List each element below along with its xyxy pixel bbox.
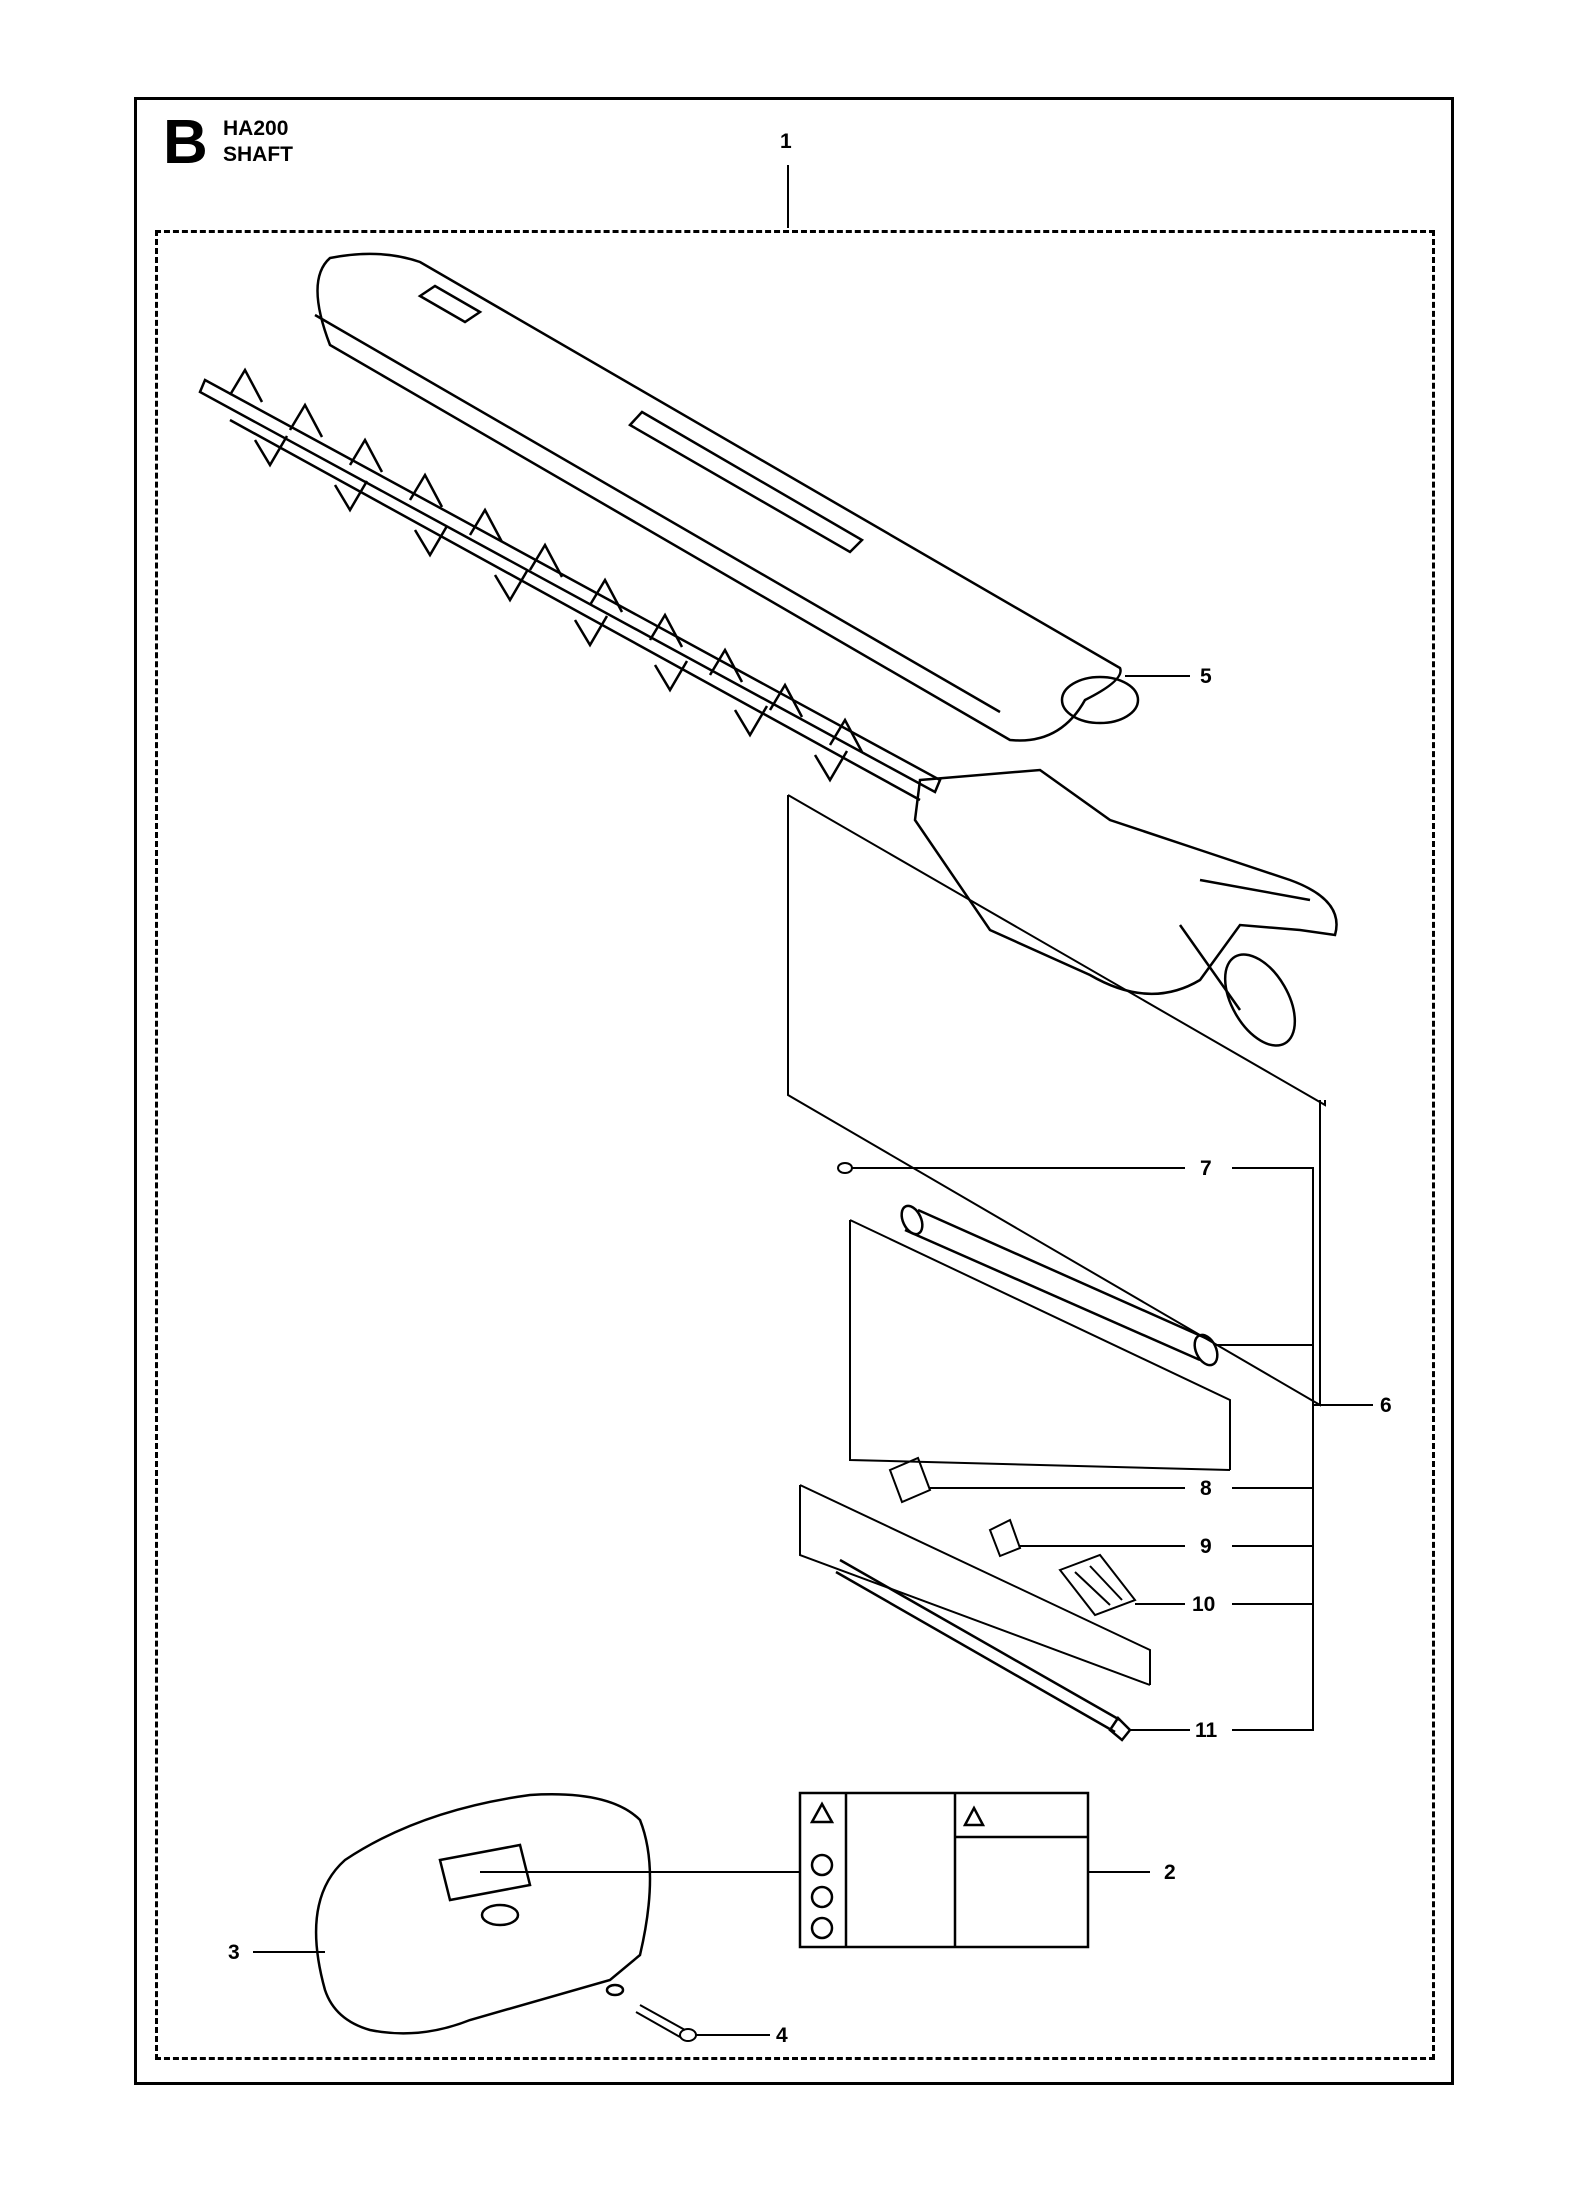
blade-cover-icon (314, 252, 1140, 742)
spacer-icon (988, 1518, 1022, 1558)
callout-3: 3 (228, 1941, 240, 1964)
group-outline-drive-shaft (799, 1484, 1151, 1686)
group-outline-tube (849, 1219, 1231, 1471)
hedge-trimmer-blade-icon (198, 367, 942, 802)
diagram-header: HA200 SHAFT (223, 116, 293, 169)
drive-shaft-icon (835, 1558, 1132, 1742)
coupling-icon (1058, 1553, 1137, 1617)
callout-2: 2 (1164, 1861, 1176, 1884)
gearbox-icon (913, 768, 1338, 1047)
callout-11: 11 (1195, 1719, 1218, 1742)
callout-6: 6 (1380, 1394, 1392, 1417)
model-name: HA200 (223, 117, 289, 140)
outer-frame (134, 97, 1454, 2085)
callout-7: 7 (1200, 1157, 1212, 1180)
callout-1: 1 (780, 130, 792, 153)
section-letter: B (163, 108, 208, 177)
group-name: SHAFT (223, 143, 293, 167)
warning-decal-icon (798, 1791, 1090, 1949)
callout-4: 4 (776, 2024, 788, 2047)
washer-icon (837, 1162, 853, 1174)
assembly-boundary (155, 230, 1435, 2060)
shaft-tube-icon (900, 1204, 1219, 1367)
shield-icon (314, 1793, 652, 2035)
callout-9: 9 (1200, 1535, 1212, 1558)
callout-5: 5 (1200, 665, 1212, 688)
group-outline-gearbox (787, 794, 1326, 1407)
bushing-icon (888, 1456, 932, 1504)
screw-icon (635, 2004, 697, 2042)
bracket-6 (1232, 1167, 1314, 1731)
callout-8: 8 (1200, 1477, 1212, 1500)
callout-10: 10 (1192, 1593, 1216, 1616)
